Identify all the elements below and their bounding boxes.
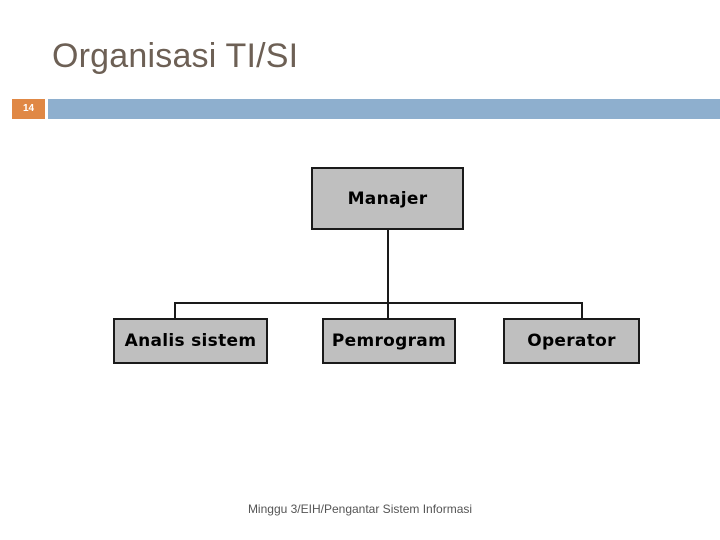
org-node-manajer: Manajer [311,167,464,230]
connector-trunk-vertical [387,230,389,318]
connector-drop-right [581,302,583,318]
header-accent-bar [48,99,720,119]
org-node-analis-sistem: Analis sistem [113,318,268,364]
page-number-badge: 14 [12,99,45,119]
connector-drop-left [174,302,176,318]
header-rule: 14 [0,99,720,119]
slide-footer: Minggu 3/EIH/Pengantar Sistem Informasi [247,502,473,516]
org-node-operator: Operator [503,318,640,364]
page-title: Organisasi TI/SI [52,37,299,75]
connector-horizontal-bus [174,302,583,304]
org-node-pemrogram: Pemrogram [322,318,456,364]
